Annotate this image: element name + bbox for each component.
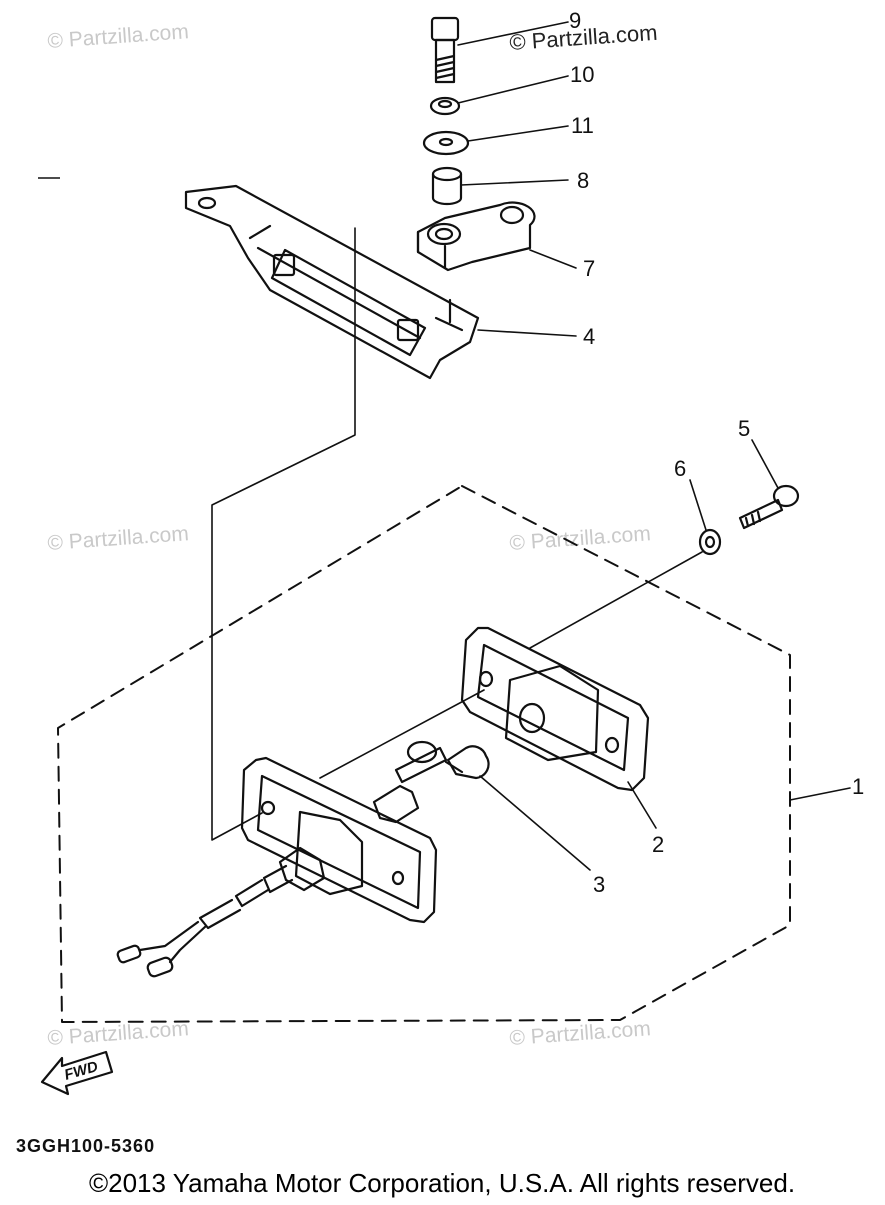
callout-leader [789, 787, 851, 801]
screw-part-5 [738, 484, 800, 530]
callout-8: 8 [577, 168, 589, 193]
callout-10: 10 [570, 62, 594, 87]
watermark: © Partzilla.com [47, 20, 190, 53]
watermark: © Partzilla.com [509, 522, 652, 555]
watermark: © Partzilla.com [509, 1017, 652, 1050]
callout-5: 5 [738, 416, 750, 441]
watermark: © Partzilla.com [509, 20, 659, 55]
stay-part-7 [416, 201, 536, 272]
callout-leader [751, 439, 779, 489]
wire-harness [116, 878, 270, 978]
leader-line [211, 227, 356, 841]
callout-3: 3 [593, 872, 605, 897]
bulb-socket [372, 740, 448, 824]
callout-leader [479, 775, 591, 871]
watermark: © Partzilla.com [47, 522, 190, 555]
callout-4: 4 [583, 324, 595, 349]
callout-leader [627, 781, 657, 829]
washer-part-6 [698, 528, 722, 556]
callout-leader [529, 249, 577, 269]
callout-6: 6 [674, 456, 686, 481]
fwd-arrow-icon: FWD [40, 1050, 114, 1096]
callout-leader [467, 125, 569, 142]
lamp-housing [240, 756, 438, 924]
leader-line [529, 551, 703, 649]
lens-part-2 [460, 626, 650, 792]
callout-9: 9 [569, 8, 581, 33]
callout-1: 1 [852, 774, 864, 799]
bolt-part-9 [430, 16, 460, 84]
diagram-code: 3GGH100-5360 [16, 1136, 155, 1156]
callout-2: 2 [652, 832, 664, 857]
callout-leader [689, 479, 707, 531]
copyright-notice: ©2013 Yamaha Motor Corporation, U.S.A. A… [89, 1168, 795, 1198]
callout-11: 11 [571, 113, 594, 138]
callout-leader [457, 75, 569, 104]
bracket-part-4 [184, 184, 480, 380]
callout-leader [457, 21, 569, 46]
collar-part-8 [431, 166, 463, 206]
lock-washer-part-10 [429, 96, 461, 116]
callout-7: 7 [583, 256, 595, 281]
callout-leader [477, 329, 577, 337]
fwd-label: FWD [62, 1058, 100, 1084]
callout-leader [460, 179, 569, 186]
bulb-part-3 [444, 745, 490, 780]
assembly-outline [57, 485, 791, 1023]
leader-line [319, 689, 485, 779]
washer-part-11 [422, 130, 470, 156]
